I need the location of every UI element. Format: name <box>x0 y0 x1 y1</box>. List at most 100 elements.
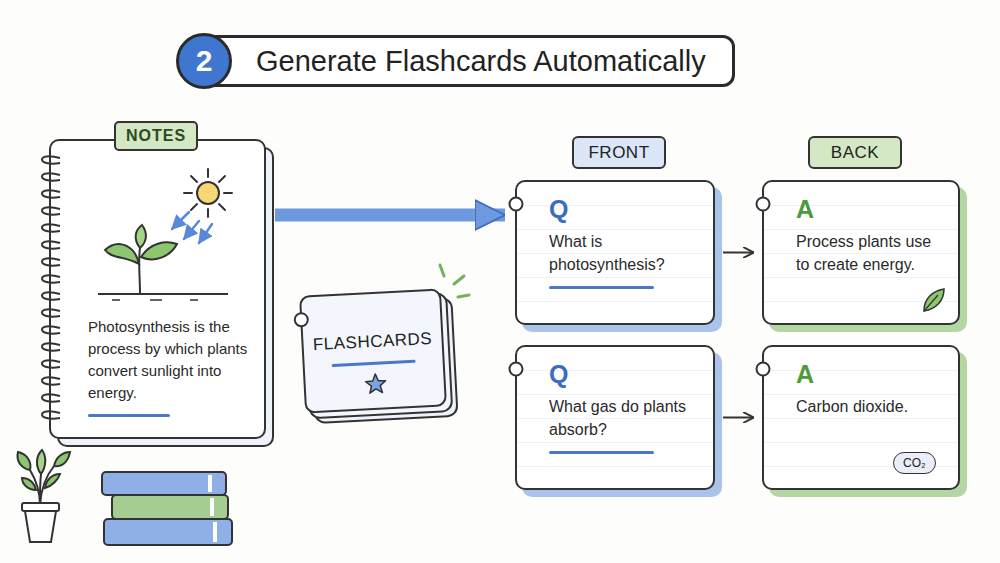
title-text: Generate Flashcards Automatically <box>256 45 706 77</box>
letter-text: Q <box>549 359 697 389</box>
notebook-spiral <box>42 207 60 214</box>
notebook-pages <box>50 140 273 446</box>
sparkle-lines <box>440 265 469 297</box>
notebook-spiral <box>42 258 60 265</box>
binder-ring <box>757 363 770 376</box>
letter-text: Q <box>549 194 697 224</box>
book-stack <box>102 472 226 495</box>
plant-sprout <box>98 293 228 295</box>
plant-sprout <box>112 299 198 301</box>
tab-text: NOTES <box>114 121 198 151</box>
plant-sprout <box>136 225 146 248</box>
leaf-icon <box>924 295 938 311</box>
binder-ring <box>505 192 527 216</box>
sparkle-lines <box>440 265 444 276</box>
notebook-spiral <box>42 309 60 316</box>
potted-plant <box>18 450 71 542</box>
answer-card: A Process plants use to create energy. <box>762 180 960 325</box>
letter-text: A <box>796 359 942 389</box>
notebook-spiral <box>42 275 60 282</box>
star-icon <box>365 373 386 393</box>
column-header: FRONT <box>572 136 666 169</box>
binder-ring <box>510 198 523 211</box>
notebook-spiral <box>42 241 60 248</box>
notebook-spiral <box>42 377 60 384</box>
sunlight-arrows <box>184 221 199 239</box>
potted-plant <box>54 452 70 466</box>
notebook-spiral <box>42 326 60 333</box>
binder-ring <box>752 357 774 381</box>
notebook-spiral <box>42 411 60 418</box>
plant-sprout <box>98 225 228 300</box>
binder-ring <box>294 313 308 327</box>
sunlight-arrows <box>172 212 212 243</box>
potted-plant <box>25 511 56 542</box>
connector-arrow <box>723 417 754 419</box>
sun-icon <box>184 169 232 217</box>
num-text: 2 <box>196 46 213 76</box>
notebook-spiral <box>42 173 60 180</box>
sparkle-lines <box>458 295 469 297</box>
binder-ring <box>757 198 770 211</box>
underline-stroke <box>549 451 654 454</box>
flow-arrow <box>275 209 505 222</box>
step-number: 2 <box>176 33 232 89</box>
notebook-pages <box>50 140 265 438</box>
notebook-spiral <box>42 343 60 350</box>
notebook-spiral <box>42 292 60 299</box>
notebook-spiral <box>42 360 60 367</box>
plant-sprout <box>105 244 139 264</box>
flashcard-stack: FLASHCARDS <box>299 288 447 413</box>
potted-plant <box>18 452 31 470</box>
question-card: Q What is photosynthesis? <box>515 180 715 325</box>
body-text: What gas do plants absorb? <box>549 395 697 441</box>
notebook-spiral <box>42 156 60 418</box>
notebook-spiral <box>42 224 60 231</box>
connector-arrow <box>723 252 754 254</box>
book-stack <box>102 472 232 545</box>
notebook-spiral <box>42 156 60 163</box>
plant-sprout <box>141 242 177 259</box>
potted-plant <box>45 474 60 488</box>
underline-stroke <box>332 360 416 367</box>
potted-plant <box>37 450 45 474</box>
binder-ring <box>505 357 527 381</box>
star-icon <box>363 371 388 396</box>
book-stack <box>208 475 212 492</box>
leaf-icon <box>918 285 948 315</box>
head-text: BACK <box>831 143 879 163</box>
notes-page: NOTESPhotosynthesis is the process by wh… <box>50 140 265 438</box>
sun-icon <box>197 182 219 204</box>
potted-plant <box>22 503 59 511</box>
binder-ring <box>290 307 313 332</box>
body-text: Carbon dioxide. <box>796 395 942 418</box>
plant-sprout <box>138 248 141 293</box>
book-stack <box>112 495 228 519</box>
sunlight-arrows <box>172 212 189 229</box>
binder-ring <box>510 363 523 376</box>
body-text: Process plants use to create energy. <box>796 230 942 276</box>
question-card: Q What gas do plants absorb? <box>515 345 715 490</box>
notebook-spiral <box>42 394 60 401</box>
underline-stroke <box>88 414 170 417</box>
title-banner: Generate Flashcards Automatically <box>195 35 735 87</box>
head-text: FRONT <box>588 143 649 163</box>
column-header: BACK <box>808 136 902 169</box>
underline-stroke <box>549 286 654 289</box>
notebook-spiral <box>42 190 60 197</box>
book-stack <box>213 522 217 542</box>
book-stack <box>104 519 232 545</box>
sparkle-lines <box>454 276 464 284</box>
sunlight-arrows <box>199 224 212 243</box>
head-text: FLASHCARDS <box>312 329 432 355</box>
sun-icon <box>184 169 232 217</box>
book-stack <box>210 498 214 516</box>
body-text: What is photosynthesis? <box>549 230 697 276</box>
leaf-icon <box>924 289 944 311</box>
body-text: Photosynthesis is the process by which p… <box>88 316 257 404</box>
potted-plant <box>22 478 36 490</box>
letter-text: A <box>796 194 942 224</box>
co2-cloud: CO₂ <box>893 452 936 474</box>
